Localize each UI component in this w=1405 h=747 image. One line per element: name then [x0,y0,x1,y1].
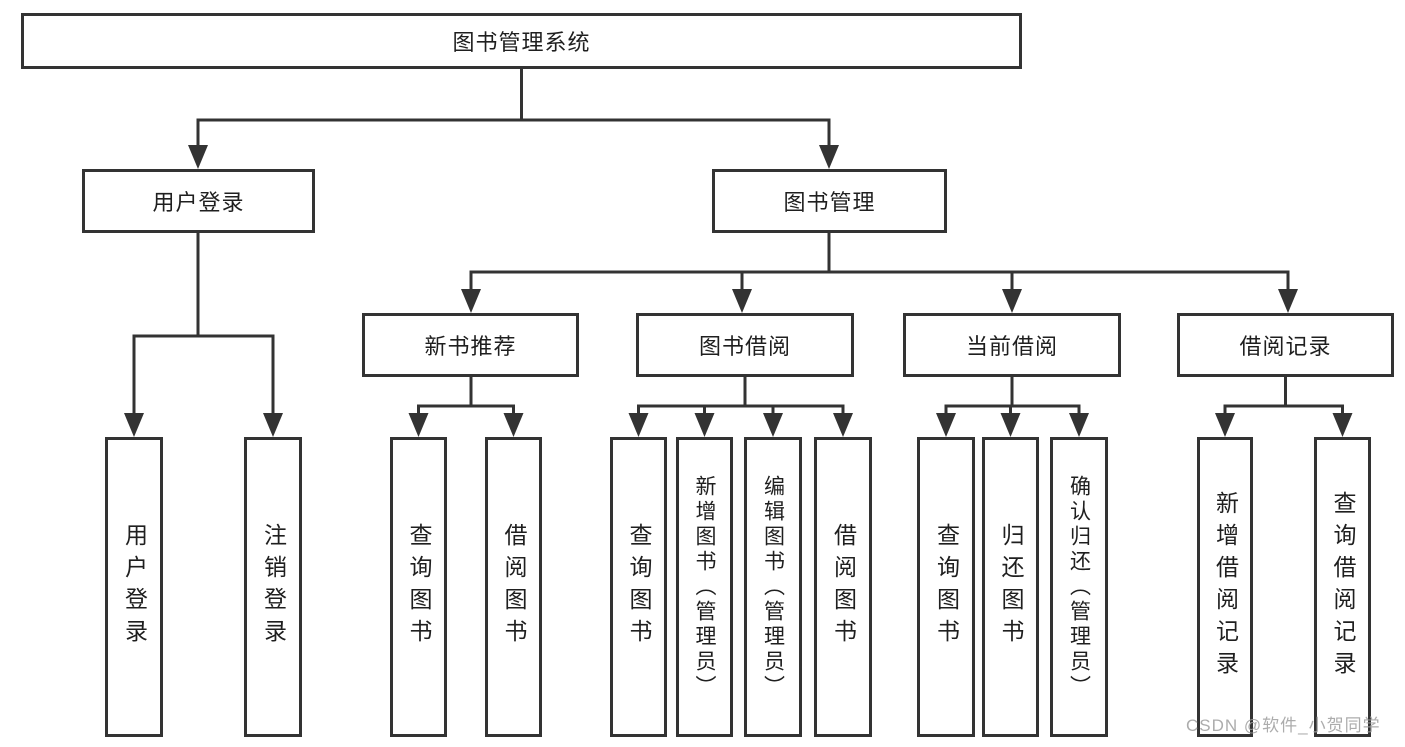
node-leaf-query-borrow-record-label: 查询借阅记录 [1330,491,1356,683]
node-leaf-logout-label: 注销登录 [260,523,287,651]
node-leaf-add-borrow-record-label: 新增借阅记录 [1212,491,1239,683]
node-new-book-recommend-label: 新书推荐 [424,334,517,359]
node-user-login: 用户登录 [82,169,315,233]
node-leaf-borrow-books-1: 借阅图书 [485,437,542,737]
node-leaf-borrow-books-1-label: 借阅图书 [501,523,527,651]
node-borrow-record: 借阅记录 [1177,313,1394,377]
node-leaf-query-books-3-label: 查询图书 [933,523,960,651]
node-new-book-recommend: 新书推荐 [362,313,579,377]
node-leaf-add-books-admin: 新增图书（管理员） [676,437,733,737]
node-leaf-confirm-return-admin: 确认归还（管理员） [1050,437,1108,737]
node-leaf-edit-books-admin-label: 编辑图书（管理员） [761,474,785,700]
node-book-management-label: 图书管理 [783,190,876,215]
node-leaf-query-borrow-record: 查询借阅记录 [1314,437,1371,737]
node-leaf-query-books-2: 查询图书 [610,437,667,737]
node-current-borrow-label: 当前借阅 [965,334,1058,359]
node-leaf-add-borrow-record: 新增借阅记录 [1197,437,1253,737]
node-current-borrow: 当前借阅 [903,313,1121,377]
node-leaf-query-books-2-label: 查询图书 [626,523,652,651]
node-leaf-return-books-label: 归还图书 [998,523,1024,651]
node-leaf-user-login-label: 用户登录 [121,523,148,651]
node-book-management: 图书管理 [712,169,947,233]
node-leaf-query-books-1-label: 查询图书 [406,523,432,651]
node-user-login-label: 用户登录 [152,190,245,215]
node-leaf-borrow-books-2-label: 借阅图书 [830,523,857,651]
node-leaf-query-books-1: 查询图书 [390,437,447,737]
node-book-borrow: 图书借阅 [636,313,854,377]
node-root-system: 图书管理系统 [21,13,1022,69]
node-leaf-query-books-3: 查询图书 [917,437,975,737]
node-root-label: 图书管理系统 [452,30,591,55]
csdn-watermark: CSDN @软件_小贺同学 [1186,716,1381,735]
node-book-borrow-label: 图书借阅 [698,334,791,359]
node-leaf-borrow-books-2: 借阅图书 [814,437,872,737]
node-leaf-edit-books-admin: 编辑图书（管理员） [744,437,802,737]
node-leaf-add-books-admin-label: 新增图书（管理员） [693,474,716,700]
node-borrow-record-label: 借阅记录 [1239,334,1332,359]
node-leaf-logout: 注销登录 [244,437,302,737]
node-leaf-confirm-return-admin-label: 确认归还（管理员） [1067,474,1091,700]
node-leaf-user-login: 用户登录 [105,437,163,737]
node-leaf-return-books: 归还图书 [982,437,1039,737]
